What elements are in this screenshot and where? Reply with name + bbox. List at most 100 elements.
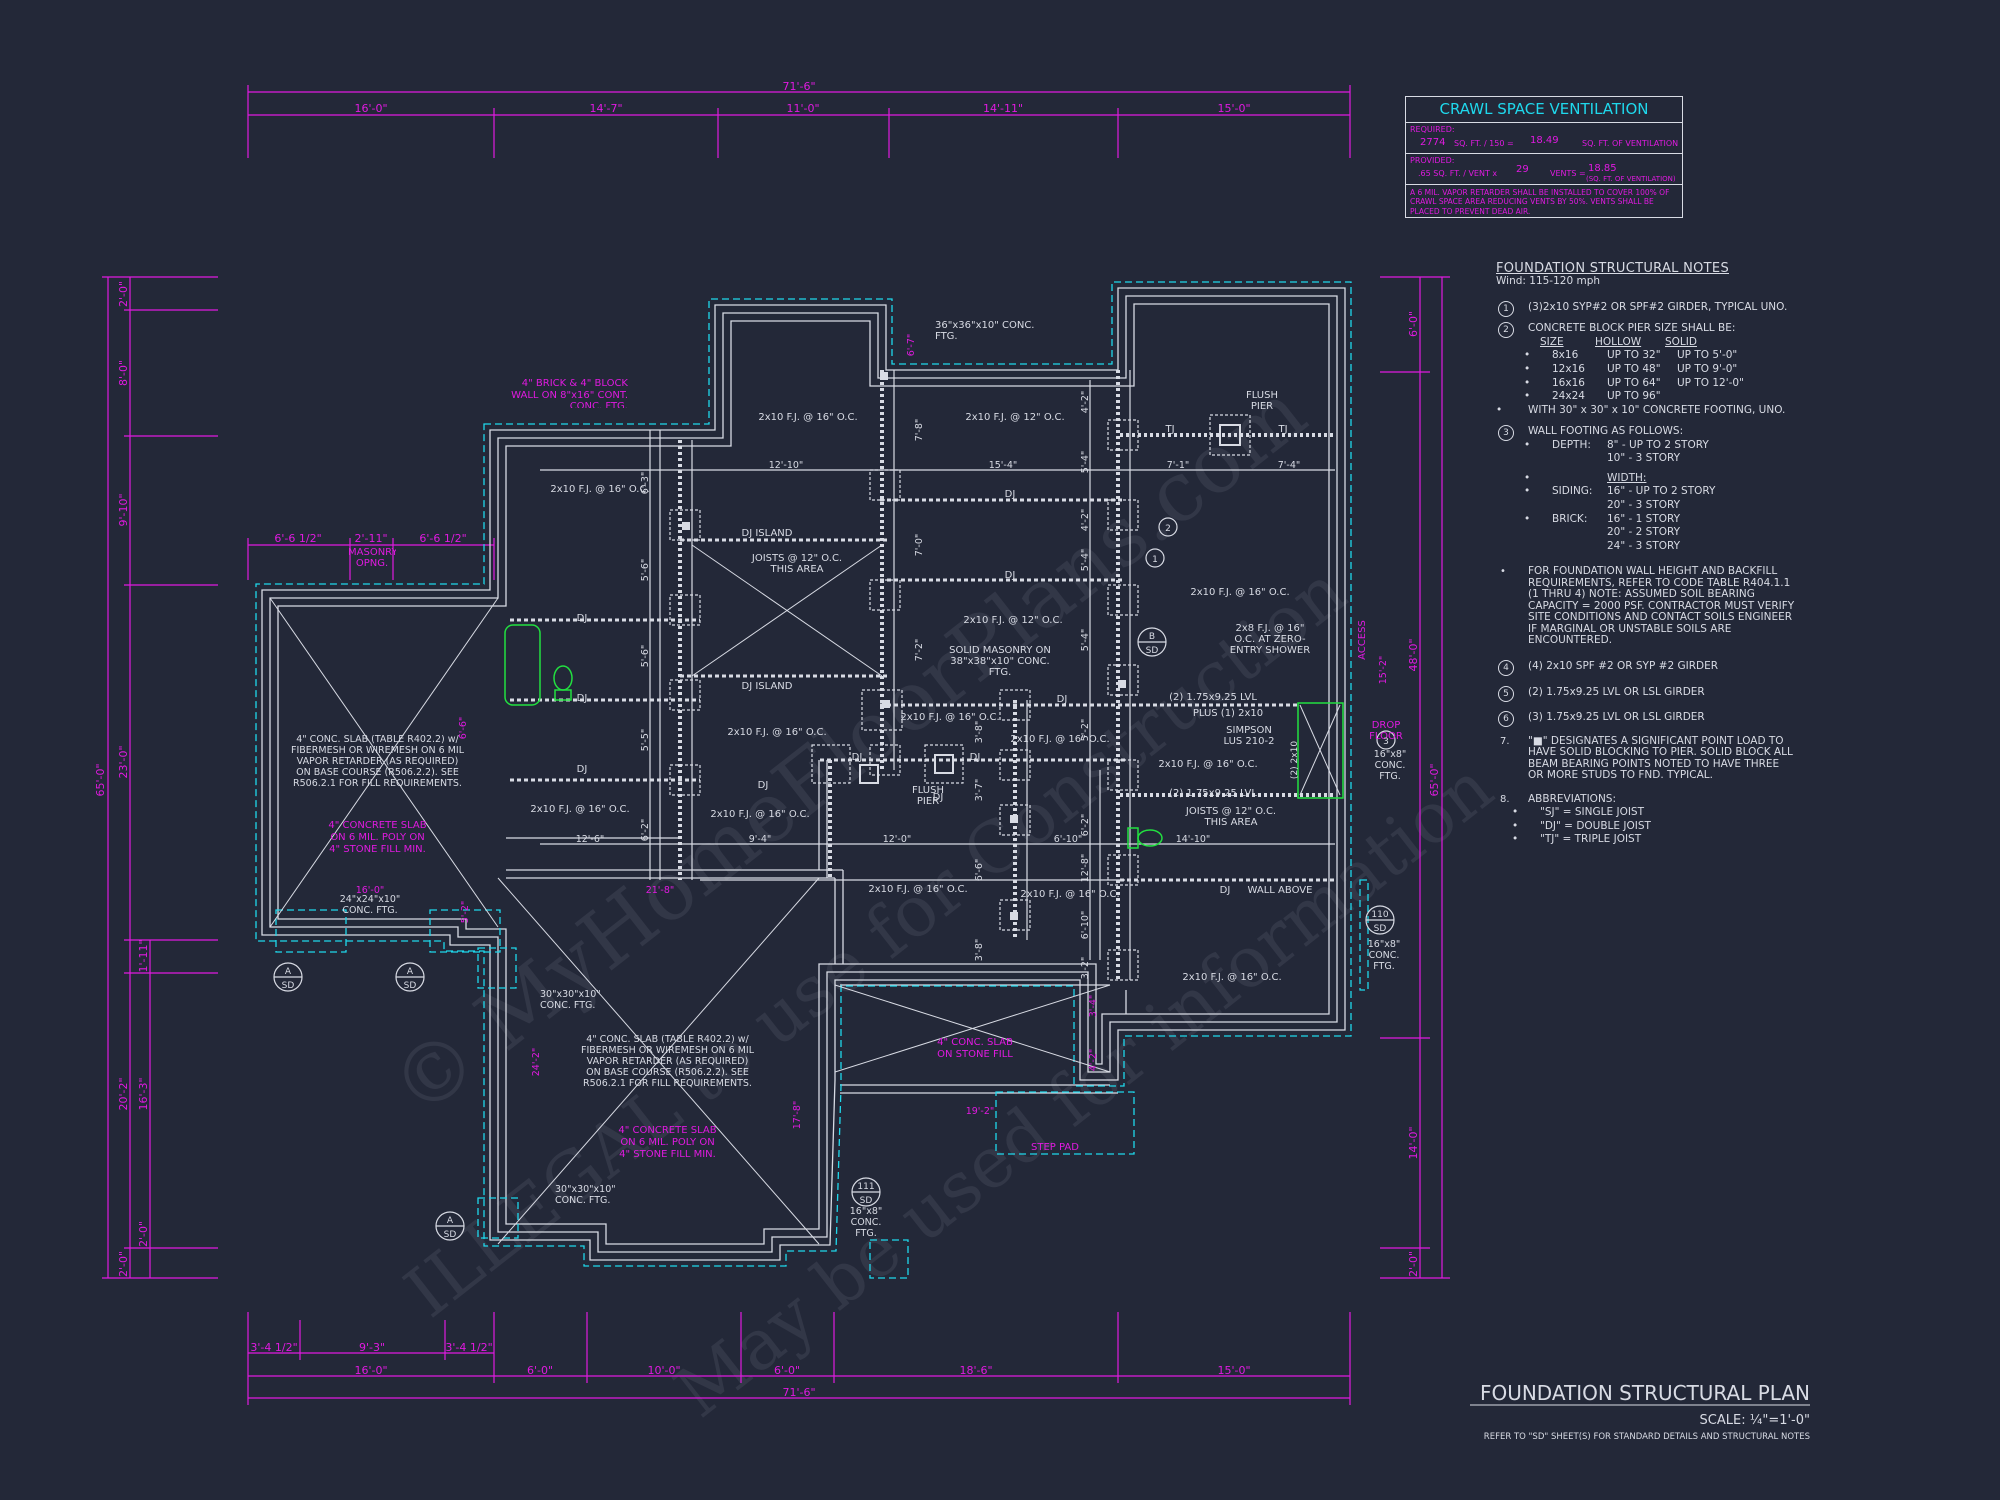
section-sd-4: SD bbox=[1146, 646, 1159, 656]
section-111: 111 bbox=[857, 1182, 874, 1192]
tub-icon bbox=[504, 624, 541, 706]
int-dim: 12'-8" bbox=[1080, 854, 1091, 883]
dj-label: DJ bbox=[1005, 570, 1016, 581]
framing-labels: 2x10 F.J. @ 16" O.C. 2x10 F.J. @ 12" O.C… bbox=[530, 412, 1312, 983]
note-5: 5 (2) 1.75x9.25 LVL OR LSL GIRDER bbox=[1496, 685, 1796, 702]
lvl-label: (2) 1.75x9.25 LVL bbox=[1169, 788, 1257, 799]
int-dim: 12'-10" bbox=[769, 460, 804, 471]
crawl-space-title: CRAWL SPACE VENTILATION bbox=[1406, 97, 1682, 123]
plumbing-fixtures bbox=[504, 624, 1344, 849]
dj-island-label: DJ ISLAND bbox=[742, 681, 793, 692]
int-dim: 6'-6" bbox=[974, 859, 985, 882]
provided-label: PROVIDED: bbox=[1410, 156, 1455, 165]
dj-label: DJ bbox=[852, 752, 863, 763]
watermark: © MyHomeFloorPlans.com ILLEGAL to use fo… bbox=[374, 365, 1508, 1434]
title-block: FOUNDATION STRUCTURAL PLAN SCALE: ¼"=1'-… bbox=[1470, 1381, 1810, 1442]
footing-24-note: 24"x24"x10" CONC. FTG. bbox=[339, 895, 401, 916]
int-dim: 7'-0" bbox=[914, 534, 925, 557]
bubble-3: 3 bbox=[1383, 737, 1389, 747]
dim-bottom-inner-3: 3'-4 1/2" bbox=[445, 1341, 492, 1354]
footing-30-note: 30"x30"x10" CONC. FTG. bbox=[540, 990, 601, 1011]
note-2-text: CONCRETE BLOCK PIER SIZE SHALL BE: bbox=[1528, 322, 1736, 335]
dim-top-1: 16'-0" bbox=[354, 102, 387, 115]
dim-left-2: 8'-0" bbox=[117, 360, 130, 386]
provided-text-1: .65 SQ. FT. / VENT x bbox=[1418, 169, 1498, 178]
int-dim: 17'-8" bbox=[792, 1101, 803, 1130]
note-3: 3 WALL FOOTING AS FOLLOWS: DEPTH:8" - UP… bbox=[1496, 425, 1796, 552]
dj-label: DJ bbox=[1057, 694, 1068, 705]
lvl-2x10-label: (2) 2x10 bbox=[1290, 741, 1300, 779]
dim-left-6: 20'-2" bbox=[117, 1077, 130, 1110]
dim-left-4: 23'-0" bbox=[117, 745, 130, 778]
note-wall-height: • FOR FOUNDATION WALL HEIGHT AND BACKFIL… bbox=[1500, 565, 1795, 647]
dim-bottom-5: 18'-6" bbox=[959, 1364, 992, 1377]
notes-title: FOUNDATION STRUCTURAL NOTES bbox=[1496, 261, 1729, 276]
dj-label: DJ bbox=[970, 752, 981, 763]
footing-36-note: 36"x36"x10" CONC. FTG. bbox=[935, 320, 1035, 342]
fj-label: 2x10 F.J. @ 16" O.C. bbox=[758, 412, 857, 423]
int-dim: 4'-2" bbox=[1080, 509, 1091, 532]
required-text-2: SQ. FT. OF VENTILATION bbox=[1582, 139, 1679, 148]
dim-bottom-3: 10'-0" bbox=[647, 1364, 680, 1377]
int-dim: 5'-4" bbox=[1080, 629, 1091, 652]
int-dim: 6'-2" bbox=[1080, 814, 1091, 837]
fj-label: 2x10 F.J. @ 16" O.C. bbox=[710, 809, 809, 820]
int-dim: 7'-2" bbox=[914, 639, 925, 662]
dim-masonry-1: 6'-6 1/2" bbox=[274, 532, 321, 545]
provided-result: 18.85 bbox=[1588, 163, 1617, 174]
footing-30-note-2: 30"x30"x10" CONC. FTG. bbox=[555, 1185, 616, 1206]
provided-text-3: (SQ. FT. OF VENTILATION) bbox=[1586, 175, 1676, 183]
dim-right-3: 14'-0" bbox=[1407, 1126, 1420, 1159]
provided-vents: 29 bbox=[1516, 164, 1529, 175]
int-dim: 15'-4" bbox=[989, 460, 1018, 471]
slab-mag-note-left: 4" CONCRETE SLAB ON 6 MIL. POLY ON 4" ST… bbox=[328, 820, 427, 855]
interior-dimensions: 12'-10" 15'-4" 7'-1" 7'-4" 12'-6" 9'-4" … bbox=[356, 334, 1389, 1130]
dj-label: DJ bbox=[1220, 885, 1231, 896]
required-label: REQUIRED: bbox=[1410, 125, 1455, 134]
int-dim: 5'-5" bbox=[640, 729, 651, 752]
dj-label: DJ bbox=[933, 792, 944, 803]
section-a-3: A bbox=[447, 1216, 454, 1226]
section-110: 110 bbox=[1371, 910, 1388, 920]
zero-entry-note: 2x8 F.J. @ 16" O.C. AT ZERO-ENTRY SHOWER bbox=[1229, 623, 1311, 656]
crawl-space-ventilation-table: CRAWL SPACE VENTILATION REQUIRED: 2774 S… bbox=[1405, 96, 1683, 218]
int-dim: 5'-6" bbox=[640, 645, 651, 668]
pier-markers bbox=[669, 414, 1251, 981]
dim-right-2: 48'-0" bbox=[1407, 638, 1420, 671]
fj-label: 2x10 F.J. @ 12" O.C. bbox=[965, 412, 1064, 423]
brick-wall-note: 4" BRICK & 4" BLOCK WALL ON 8"x16" CONT.… bbox=[511, 378, 628, 408]
point-load-markers bbox=[682, 372, 1126, 920]
dj-label: DJ bbox=[577, 764, 588, 775]
dj-label: DJ bbox=[1005, 489, 1016, 500]
bubble-2: 2 bbox=[1165, 524, 1171, 534]
required-text-1: SQ. FT. / 150 = bbox=[1454, 139, 1514, 148]
fj-label: 2x10 F.J. @ 16" O.C. bbox=[868, 884, 967, 895]
note-3-text: WALL FOOTING AS FOLLOWS: bbox=[1528, 425, 1684, 438]
footing-outline bbox=[255, 281, 1369, 1279]
int-dim: 5'-4" bbox=[1080, 549, 1091, 572]
int-dim: 3'-8" bbox=[974, 939, 985, 962]
tj-label: TJ bbox=[1164, 424, 1174, 435]
int-dim: 6'-2" bbox=[640, 819, 651, 842]
plus-label: PLUS (1) 2x10 bbox=[1193, 708, 1263, 719]
int-dim: 3'-8" bbox=[974, 721, 985, 744]
fj-label: 2x10 F.J. @ 16" O.C. bbox=[727, 727, 826, 738]
fj-label: 2x10 F.J. @ 16" O.C. bbox=[530, 804, 629, 815]
bubble-1: 1 bbox=[1152, 555, 1158, 565]
fj-label: 2x10 F.J. @ 16" O.C. bbox=[1182, 972, 1281, 983]
joists-note-2: JOISTS @ 12" O.C. THIS AREA bbox=[1185, 806, 1277, 828]
flush-pier-note: FLUSH PIER bbox=[911, 785, 944, 807]
fj-label: 2x10 F.J. @ 16" O.C. bbox=[900, 712, 999, 723]
dim-bottom-4: 6'-0" bbox=[774, 1364, 800, 1377]
note-6: 6 (3) 1.75x9.25 LVL OR LSL GIRDER bbox=[1496, 711, 1796, 728]
dim-top-5: 15'-0" bbox=[1217, 102, 1250, 115]
joists-note: JOISTS @ 12" O.C. THIS AREA bbox=[751, 553, 843, 575]
note-wall-height-text: FOR FOUNDATION WALL HEIGHT AND BACKFILL … bbox=[1528, 565, 1795, 647]
section-a-2: A bbox=[407, 967, 414, 977]
dim-bottom-total: 71'-6" bbox=[782, 1386, 815, 1399]
fj-label: 2x10 F.J. @ 16" O.C. bbox=[1010, 734, 1109, 745]
solid-masonry-note: SOLID MASONRY ON 38"x38"x10" CONC. FTG. bbox=[949, 645, 1051, 678]
required-sqft: 2774 bbox=[1420, 137, 1446, 148]
